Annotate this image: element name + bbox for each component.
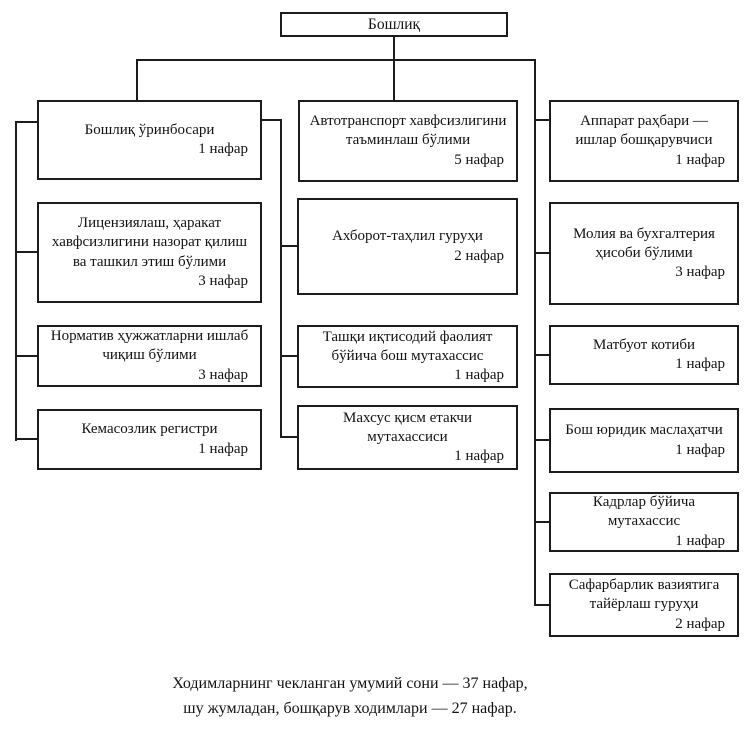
org-box-foreign-economic-specialist: Ташқи иқтисодий фаолият бўйича бош мутах…	[297, 325, 518, 388]
org-box-count: 3 нафар	[198, 272, 248, 289]
org-box-legal-adviser: Бош юридик маслаҳатчи 1 нафар	[549, 408, 739, 473]
org-box-count: 2 нафар	[675, 615, 725, 632]
connector-middle-spine	[280, 119, 282, 438]
connector-stub-right-1	[534, 119, 549, 121]
connector-stub-right-2	[534, 252, 549, 254]
org-box-count: 1 нафар	[454, 367, 504, 384]
org-box-count: 3 нафар	[198, 366, 248, 383]
org-box-title: Бошлиқ ўринбосари	[84, 121, 215, 138]
org-box-ship-registry: Кемасозлик регистри 1 нафар	[37, 409, 262, 470]
org-box-title: Сафарбарлик вазиятига тайёрлаш гуруҳи	[568, 577, 720, 613]
connector-stub-left-4	[15, 438, 37, 440]
org-box-title: Ахборот-таҳлил гуруҳи	[332, 228, 483, 245]
connector-stub-left-3	[15, 355, 37, 357]
org-box-count: 2 нафар	[454, 247, 504, 264]
org-box-info-analysis-group: Ахборот-таҳлил гуруҳи 2 нафар	[297, 198, 518, 295]
org-box-title: Аппарат раҳбари — ишлар бошқарувчиси	[575, 113, 713, 149]
org-box-title: Махсус қисм етакчи мутахассиси	[343, 409, 472, 445]
connector-main-horizontal	[136, 59, 536, 61]
org-box-press-secretary: Матбуот котиби 1 нафар	[549, 325, 739, 385]
org-box-title: Молия ва бухгалтерия ҳисоби бўлими	[573, 225, 715, 261]
org-box-title: Бошлиқ	[367, 15, 421, 33]
connector-right-spine	[534, 59, 536, 606]
connector-left-drop	[136, 59, 138, 100]
org-box-normative-documents: Норматив ҳужжатларни ишлаб чиқиш бўлими …	[37, 325, 262, 387]
org-box-title: Ташқи иқтисодий фаолият бўйича бош мутах…	[322, 328, 493, 364]
org-box-special-unit-specialist: Махсус қисм етакчи мутахассиси 1 нафар	[297, 405, 518, 470]
connector-stub-middle-3	[280, 355, 297, 357]
connector-left-spine	[15, 121, 17, 441]
org-box-finance-accounting: Молия ва бухгалтерия ҳисоби бўлими 3 наф…	[549, 202, 739, 305]
connector-stub-right-3	[534, 354, 549, 356]
org-box-title: Лицензиялаш, ҳаракат хавфсизлигини назор…	[51, 215, 248, 270]
connector-stub-right-4	[534, 439, 549, 441]
org-box-count: 1 нафар	[198, 440, 248, 457]
org-box-count: 1 нафар	[675, 532, 725, 549]
org-box-count: 1 нафар	[675, 356, 725, 372]
footer-note-line1: Ходимларнинг чекланган умумий сони — 37 …	[172, 675, 528, 692]
connector-middle-drop	[393, 59, 395, 100]
org-box-apparat-head: Аппарат раҳбари — ишлар бошқарувчиси 1 н…	[549, 100, 739, 182]
connector-stub-right-5	[534, 521, 549, 523]
connector-stub-middle-2	[280, 245, 297, 247]
org-box-title: Норматив ҳужжатларни ишлаб чиқиш бўлими	[50, 328, 249, 364]
org-box-deputy: Бошлиқ ўринбосари 1 нафар	[37, 100, 262, 180]
connector-root-drop	[393, 37, 395, 59]
org-box-title: Кадрлар бўйича мутахассис	[592, 494, 696, 530]
connector-stub-right-6	[534, 604, 549, 606]
footer-note: Ходимларнинг чекланган умумий сони — 37 …	[0, 672, 700, 722]
org-box-chief: Бошлиқ	[280, 12, 508, 37]
footer-note-line2: шу жумладан, бошқарув ходимлари — 27 наф…	[183, 699, 517, 717]
connector-stub-middle-4	[280, 436, 297, 438]
org-box-count: 1 нафар	[675, 151, 725, 168]
org-box-count: 1 нафар	[454, 448, 504, 465]
org-box-count: 5 нафар	[454, 151, 504, 168]
org-box-title: Матбуот котиби	[592, 336, 696, 353]
org-box-hr-specialist: Кадрлар бўйича мутахассис 1 нафар	[549, 492, 739, 552]
org-box-title: Автотранспорт хавфсизлигини таъминлаш бў…	[309, 113, 507, 149]
org-box-mobilization-group: Сафарбарлик вазиятига тайёрлаш гуруҳи 2 …	[549, 573, 739, 637]
org-box-count: 1 нафар	[198, 141, 248, 157]
connector-stub-deputy-right	[262, 119, 280, 121]
org-box-licensing-safety-control: Лицензиялаш, ҳаракат хавфсизлигини назор…	[37, 202, 262, 303]
org-box-title: Бош юридик маслаҳатчи	[565, 422, 723, 439]
connector-stub-left-1	[15, 121, 37, 123]
org-box-title: Кемасозлик регистри	[81, 421, 218, 438]
connector-stub-left-2	[15, 251, 37, 253]
org-box-count: 3 нафар	[675, 264, 725, 281]
org-box-count: 1 нафар	[675, 441, 725, 458]
org-box-autotransport-safety: Автотранспорт хавфсизлигини таъминлаш бў…	[298, 100, 518, 182]
